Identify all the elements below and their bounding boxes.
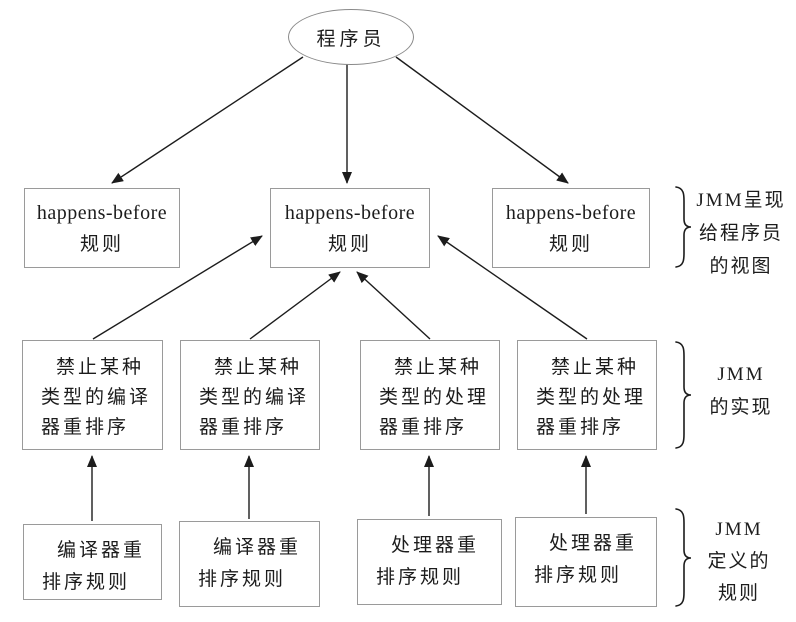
brace-view [675,186,692,268]
arrow-impl4-to-hb-center [437,235,588,340]
brace-implementation [675,341,692,449]
arrow-programmer-to-hb-left [111,56,304,184]
annotation-jmm-view: JMM呈现 给程序员 的视图 [696,190,786,277]
arrow-impl2-to-hb-center [249,271,341,340]
arrow-programmer-to-hb-right [395,56,569,184]
arrow-impl1-to-hb-center [92,235,263,340]
box-processor-reorder-rules-2: 处理器重 排序规则 [515,517,657,607]
box-happens-before-left: happens-before 规则 [24,188,180,268]
node-programmer-label: 程序员 [316,28,386,50]
box-compiler-reorder-rules-2: 编译器重 排序规则 [179,521,320,607]
box-forbid-processor-reorder-2: 禁止某种 类型的处理 器重排序 [517,340,657,450]
hb-center-line1: happens-before [284,202,416,224]
annotation-jmm-defined-rules: JMM 定义的 规则 [707,519,771,604]
node-programmer: 程序员 [288,9,414,65]
brace-rules [675,508,692,607]
hb-center-line2: 规则 [327,234,372,255]
hb-right-line2: 规则 [548,234,593,255]
hb-right-line1: happens-before [505,202,637,224]
hb-left-line2: 规则 [79,234,124,255]
box-happens-before-right: happens-before 规则 [492,188,650,268]
box-forbid-compiler-reorder-2: 禁止某种 类型的编译 器重排序 [180,340,320,450]
box-forbid-compiler-reorder-1: 禁止某种 类型的编译 器重排序 [22,340,163,450]
arrow-impl3-to-hb-center [356,271,431,340]
box-happens-before-center: happens-before 规则 [270,188,430,268]
hb-left-line1: happens-before [36,202,168,224]
box-compiler-reorder-rules-1: 编译器重 排序规则 [23,524,162,600]
box-forbid-processor-reorder-1: 禁止某种 类型的处理 器重排序 [360,340,500,450]
annotation-jmm-implementation: JMM 的实现 [709,364,773,418]
box-processor-reorder-rules-1: 处理器重 排序规则 [357,519,502,605]
